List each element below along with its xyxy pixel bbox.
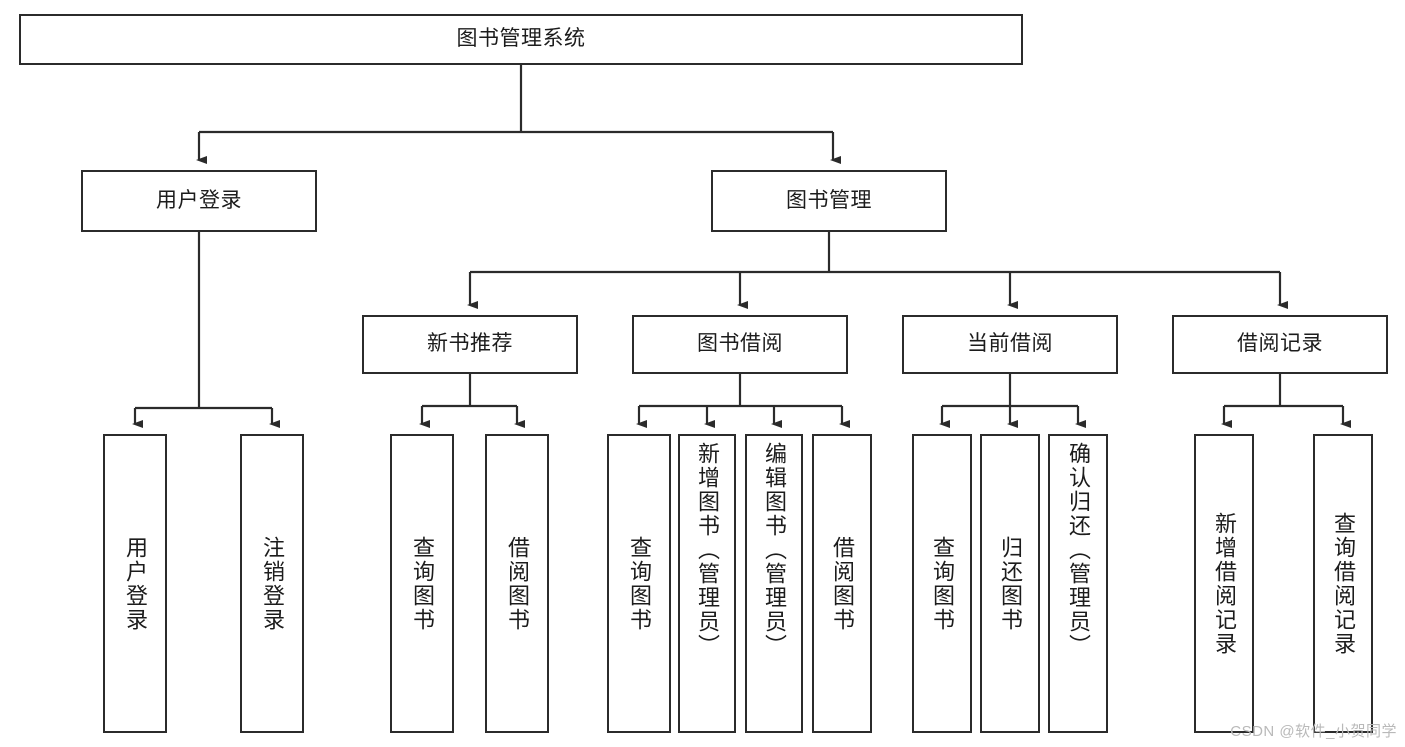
node-root[interactable]: 图书管理系统: [19, 14, 1023, 65]
leaf-confirm-return-admin[interactable]: 确认归还（管理员）: [1048, 434, 1108, 733]
leaf-label: 编辑图书（管理员）: [761, 442, 787, 658]
node-book-borrow-label: 图书借阅: [697, 332, 783, 356]
node-root-label: 图书管理系统: [456, 27, 586, 51]
node-current-borrow-label: 当前借阅: [967, 332, 1053, 356]
node-book-management-label: 图书管理: [786, 188, 872, 212]
leaf-label: 归还图书: [997, 535, 1023, 632]
watermark-text: CSDN @软件_小贺同学: [1230, 723, 1397, 740]
node-new-book-recommend-label: 新书推荐: [427, 332, 513, 356]
leaf-label: 借阅图书: [829, 535, 855, 632]
node-book-borrow[interactable]: 图书借阅: [632, 315, 848, 374]
node-book-management[interactable]: 图书管理: [711, 170, 947, 232]
leaf-query-book-current[interactable]: 查询图书: [912, 434, 972, 733]
leaf-label: 新增借阅记录: [1211, 511, 1237, 656]
leaf-borrow-book[interactable]: 借阅图书: [812, 434, 872, 733]
leaf-label: 新增图书（管理员）: [694, 442, 720, 658]
leaf-label: 查询图书: [929, 535, 955, 632]
leaf-add-book-admin[interactable]: 新增图书（管理员）: [678, 434, 736, 733]
leaf-label: 用户登录: [122, 535, 148, 632]
leaf-edit-book-admin[interactable]: 编辑图书（管理员）: [745, 434, 803, 733]
leaf-borrow-book-recommend[interactable]: 借阅图书: [485, 434, 549, 733]
node-user-login-label: 用户登录: [156, 188, 242, 212]
leaf-label: 查询借阅记录: [1330, 511, 1356, 656]
node-current-borrow[interactable]: 当前借阅: [902, 315, 1118, 374]
leaf-user-logout[interactable]: 注销登录: [240, 434, 304, 733]
leaf-query-borrow-record[interactable]: 查询借阅记录: [1313, 434, 1373, 733]
node-new-book-recommend[interactable]: 新书推荐: [362, 315, 578, 374]
leaf-label: 注销登录: [259, 535, 285, 632]
leaf-return-book[interactable]: 归还图书: [980, 434, 1040, 733]
leaf-add-borrow-record[interactable]: 新增借阅记录: [1194, 434, 1254, 733]
leaf-label: 确认归还（管理员）: [1065, 442, 1091, 658]
leaf-query-book-recommend[interactable]: 查询图书: [390, 434, 454, 733]
node-user-login[interactable]: 用户登录: [81, 170, 317, 232]
leaf-user-login[interactable]: 用户登录: [103, 434, 167, 733]
node-borrow-record-label: 借阅记录: [1237, 332, 1323, 356]
node-borrow-record[interactable]: 借阅记录: [1172, 315, 1388, 374]
leaf-label: 查询图书: [409, 535, 435, 632]
leaf-label: 借阅图书: [504, 535, 530, 632]
leaf-label: 查询图书: [626, 535, 652, 632]
leaf-query-book[interactable]: 查询图书: [607, 434, 671, 733]
